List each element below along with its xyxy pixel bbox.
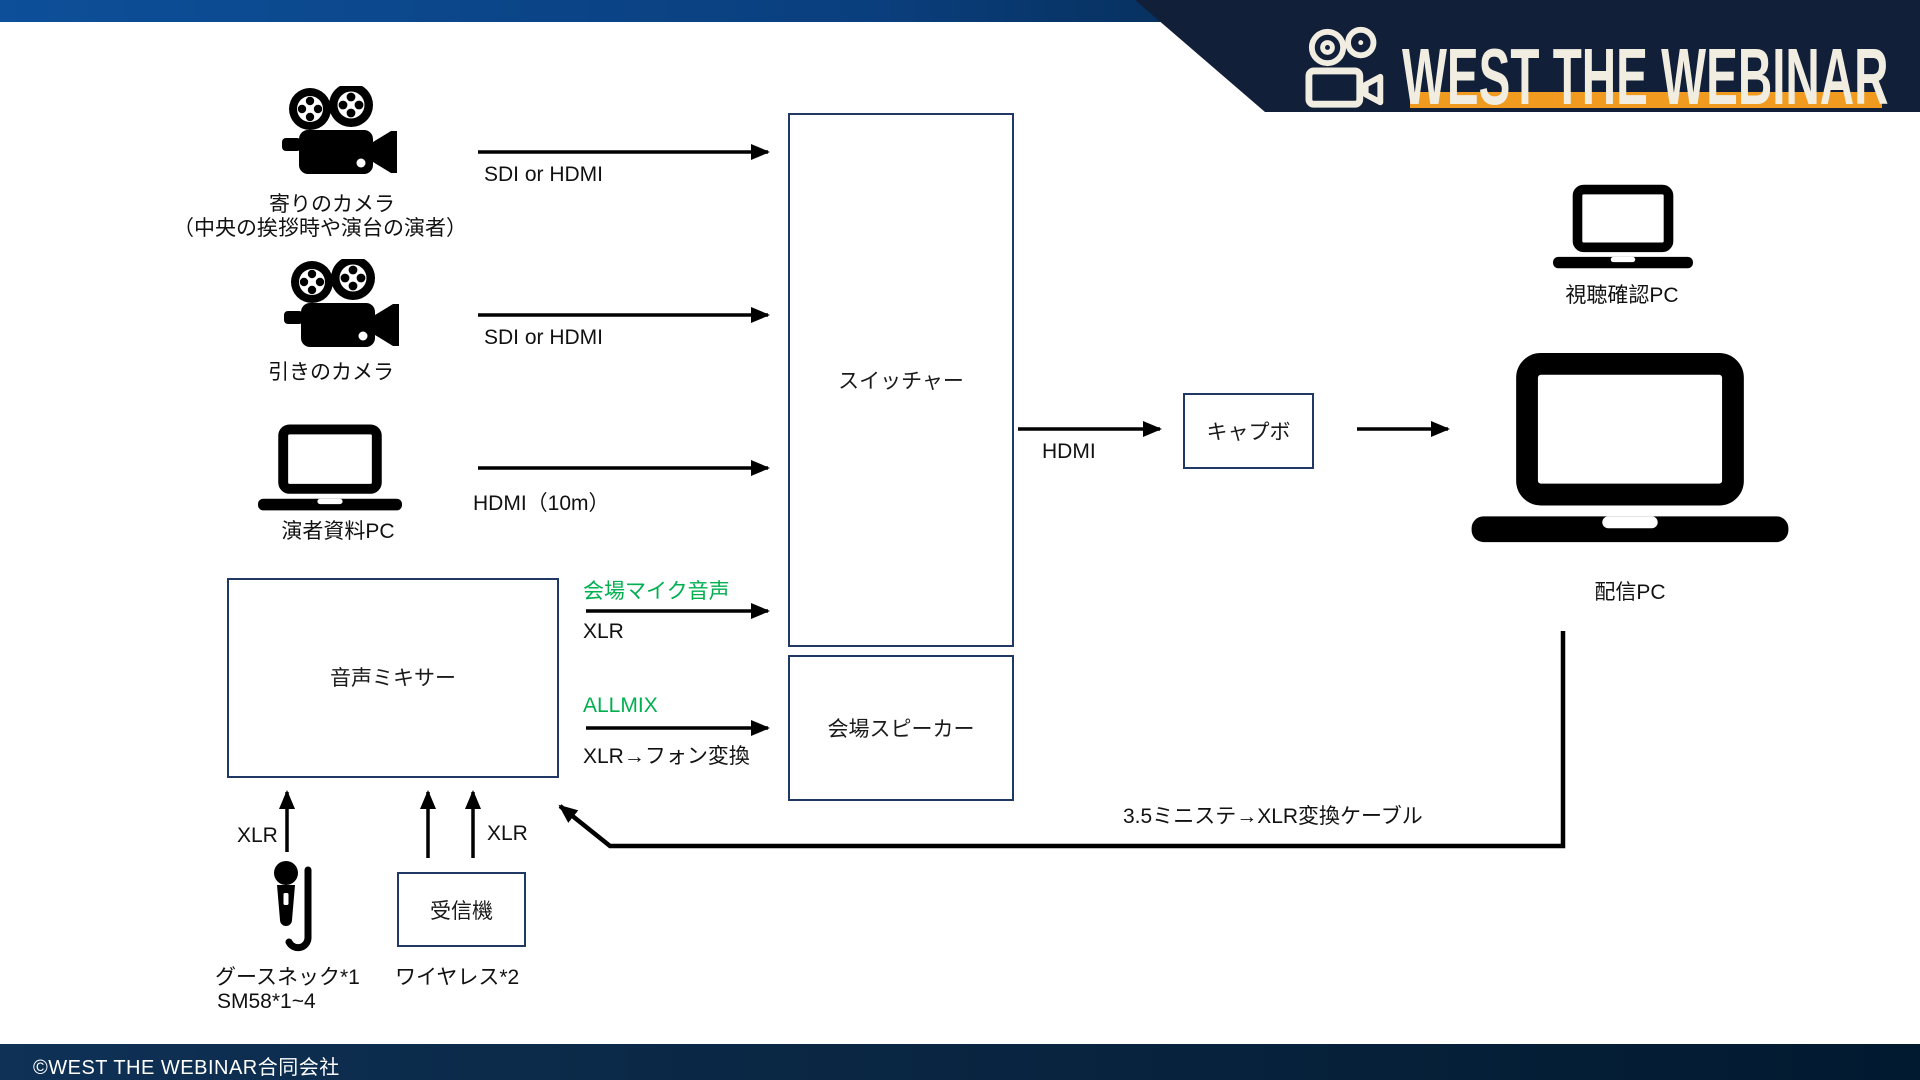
presenter-pc-icon — [258, 424, 402, 511]
stream-pc-label: 配信PC — [1594, 581, 1666, 604]
receiver-box: 受信機 — [397, 872, 526, 947]
wide-camera-icon — [284, 259, 399, 347]
sm58-mic-label: SM58*1~4 — [217, 990, 316, 1013]
banner-title: WEST THE WEBINAR — [1402, 31, 1889, 121]
edge-label-hdmi-10m: HDMI（10m） — [473, 492, 610, 515]
edge-label-venue-mic-audio: 会場マイク音声 — [583, 580, 730, 603]
wide-camera-label: 引きのカメラ — [268, 361, 394, 384]
close-camera-label: 寄りのカメラ — [269, 193, 395, 216]
banner-orange-underline — [1410, 92, 1882, 108]
connector-streampc-mixer-cable — [558, 631, 1566, 849]
edge-label-xlr-mixer-switcher: XLR — [583, 620, 624, 643]
edge-label-xlr-receiver: XLR — [487, 822, 528, 845]
brand-banner: WEST THE WEBINAR — [1135, 0, 1920, 112]
edge-label-xlr-phone-conv: XLR→フォン変換 — [583, 745, 750, 768]
edge-label-allmix: ALLMIX — [583, 694, 658, 717]
capture-board-label: キャプボ — [1206, 421, 1291, 444]
edge-label-hdmi-capture: HDMI — [1042, 440, 1096, 463]
audio-mixer-box: 音声ミキサー — [227, 578, 559, 778]
receiver-label: 受信機 — [430, 899, 493, 923]
venue-speaker-box: 会場スピーカー — [788, 655, 1014, 801]
venue-speaker-label: 会場スピーカー — [827, 718, 975, 741]
footer-bar — [0, 1044, 1920, 1080]
edge-label-minijack-xlr-cable: 3.5ミニステ→XLR変換ケーブル — [1123, 805, 1423, 828]
close-camera-sublabel: （中央の挨拶時や演台の演者） — [173, 217, 467, 240]
edge-label-sdi-hdmi-2: SDI or HDMI — [484, 326, 604, 349]
audio-mixer-label: 音声ミキサー — [330, 667, 456, 690]
close-camera-icon — [282, 86, 397, 174]
switcher-box: スイッチャー — [788, 113, 1014, 647]
edge-label-sdi-hdmi-1: SDI or HDMI — [484, 163, 604, 186]
banner-movie-camera-icon — [1305, 26, 1384, 108]
stream-pc-icon — [1471, 352, 1789, 543]
capture-board-box: キャプボ — [1183, 393, 1314, 469]
copyright-text: ©WEST THE WEBINAR合同会社 — [33, 1057, 340, 1079]
switcher-label: スイッチャー — [838, 370, 964, 393]
monitor-pc-label: 視聴確認PC — [1565, 284, 1679, 307]
wireless-label: ワイヤレス*2 — [395, 966, 520, 989]
microphone-icon — [274, 861, 312, 952]
presenter-pc-label: 演者資料PC — [281, 520, 395, 543]
edge-label-xlr-mic: XLR — [237, 824, 278, 847]
monitor-pc-icon — [1553, 184, 1693, 269]
gooseneck-mic-label: グースネック*1 — [215, 966, 360, 989]
